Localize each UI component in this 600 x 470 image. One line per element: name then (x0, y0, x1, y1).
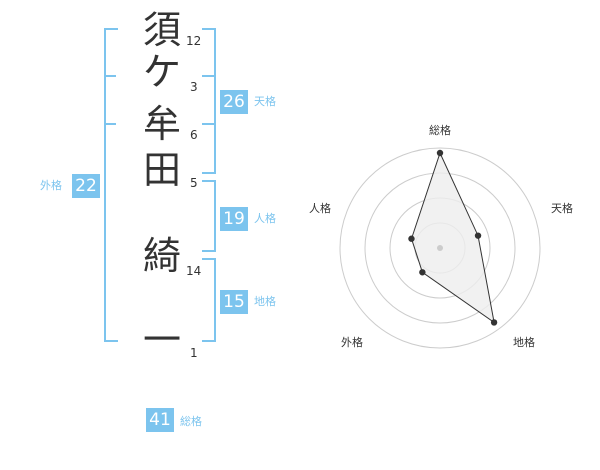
gaikaku-tick-1 (104, 75, 116, 77)
tenkaku-bracket (202, 28, 216, 174)
stroke-count-2: 3 (190, 80, 198, 94)
chikaku-label: 地格 (254, 295, 276, 308)
jinkaku-bracket (202, 180, 216, 252)
chikaku-bracket (202, 258, 216, 342)
radar-axis-jinkaku: 人格 (309, 201, 331, 215)
stroke-count-5: 14 (186, 264, 202, 278)
radar-axis-soukaku: 総格 (429, 123, 451, 137)
gaikaku-bracket (104, 28, 118, 342)
stroke-count-3: 6 (190, 128, 198, 142)
soukaku-label: 総格 (180, 415, 202, 428)
radar-axis-tenkaku: 天格 (551, 201, 573, 215)
name-char-3: 牟 (142, 102, 181, 146)
stroke-count-1: 12 (186, 34, 202, 48)
radar-ring-1 (339, 147, 541, 349)
tenkaku-badge: 26 (220, 90, 248, 114)
radar-point-1 (436, 149, 444, 157)
gaikaku-tick-2 (104, 123, 116, 125)
tenkaku-label: 天格 (254, 95, 276, 108)
gaikaku-badge: 22 (72, 174, 100, 198)
radar-center (437, 245, 443, 251)
name-char-2: ケ (142, 50, 181, 94)
stroke-count-4: 5 (190, 176, 198, 190)
jinkaku-badge: 19 (220, 207, 248, 231)
jinkaku-label: 人格 (254, 212, 276, 225)
radar-axis-gaikaku: 外格 (341, 335, 363, 349)
radar-point-3 (490, 319, 498, 326)
tenkaku-tick-1 (202, 75, 214, 77)
chikaku-badge: 15 (220, 290, 248, 314)
tenkaku-tick-2 (202, 123, 214, 125)
radar-point-5 (408, 235, 415, 242)
radar-points (408, 149, 498, 326)
name-char-6: 一 (142, 318, 181, 362)
name-char-1: 須 (142, 8, 181, 52)
gaikaku-label: 外格 (40, 179, 62, 192)
name-char-4: 田 (142, 148, 181, 192)
radar-point-2 (474, 232, 482, 239)
radar-axis-chikaku: 地格 (513, 335, 535, 349)
radar-point-4 (419, 269, 426, 276)
stroke-count-6: 1 (190, 346, 198, 360)
name-char-5: 綺 (142, 234, 181, 278)
soukaku-badge: 41 (146, 408, 174, 432)
radar-polygon (410, 151, 495, 324)
